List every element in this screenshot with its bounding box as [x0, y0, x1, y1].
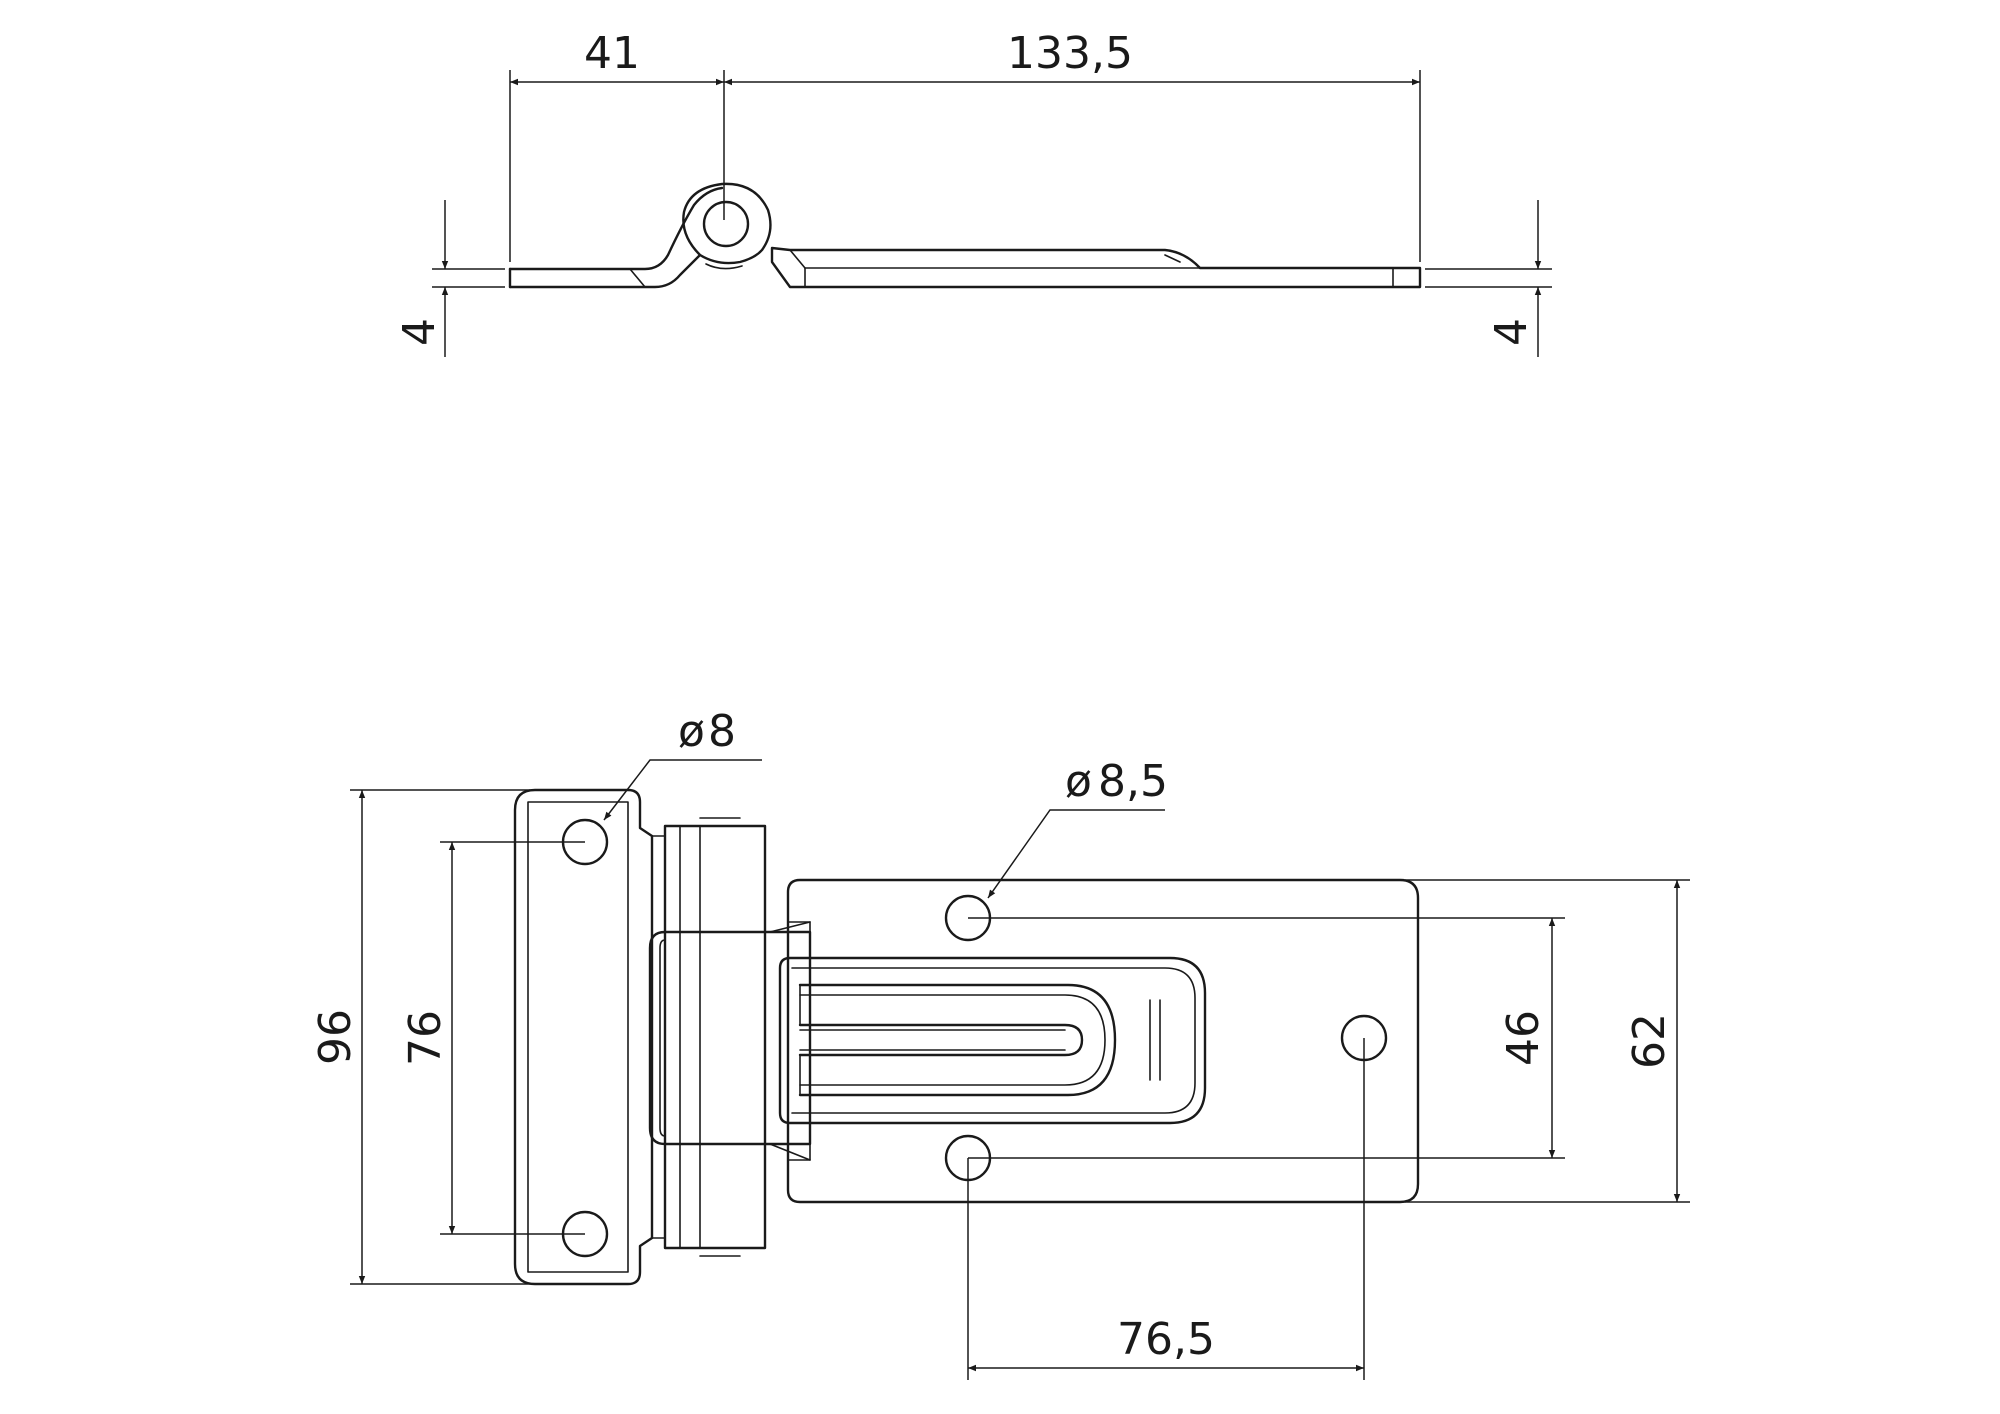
side-view: 41 133,5 4 4	[394, 28, 1552, 357]
dim-76: 76	[400, 1010, 451, 1066]
dim-diameter-8: ø 8	[678, 706, 736, 757]
dim-diameter-8-5: ø 8,5	[1065, 756, 1168, 807]
side-left-leaf	[508, 186, 724, 271]
front-right-plate	[786, 878, 1420, 1204]
svg-text:8,5: 8,5	[1098, 756, 1168, 807]
side-dim-133-5: 133,5	[1007, 28, 1133, 79]
side-knuckle-outer	[682, 182, 772, 265]
side-pin-circle	[702, 200, 750, 248]
svg-text:8: 8	[708, 706, 736, 757]
side-dim-thickness-left: 4	[394, 318, 445, 346]
dim-76-5: 76,5	[1117, 1314, 1215, 1365]
side-dim-thickness-right: 4	[1486, 318, 1537, 346]
side-dim-41: 41	[584, 28, 640, 79]
front-rib-slot	[798, 983, 1117, 1097]
dim-62: 62	[1624, 1013, 1675, 1069]
side-left-leaf-bottom	[508, 253, 702, 289]
front-strap	[648, 930, 812, 1146]
side-right-leaf	[770, 246, 1422, 289]
svg-text:ø: ø	[678, 706, 705, 757]
front-knuckle	[663, 824, 767, 1250]
front-rib-outer	[778, 956, 1207, 1125]
svg-text:ø: ø	[1065, 756, 1092, 807]
front-left-leaf	[513, 788, 654, 1286]
dim-96: 96	[310, 1009, 361, 1065]
front-view: 96 76 46 62 76,5 ø 8 ø 8,5	[310, 706, 1690, 1380]
dim-46: 46	[1498, 1010, 1549, 1066]
